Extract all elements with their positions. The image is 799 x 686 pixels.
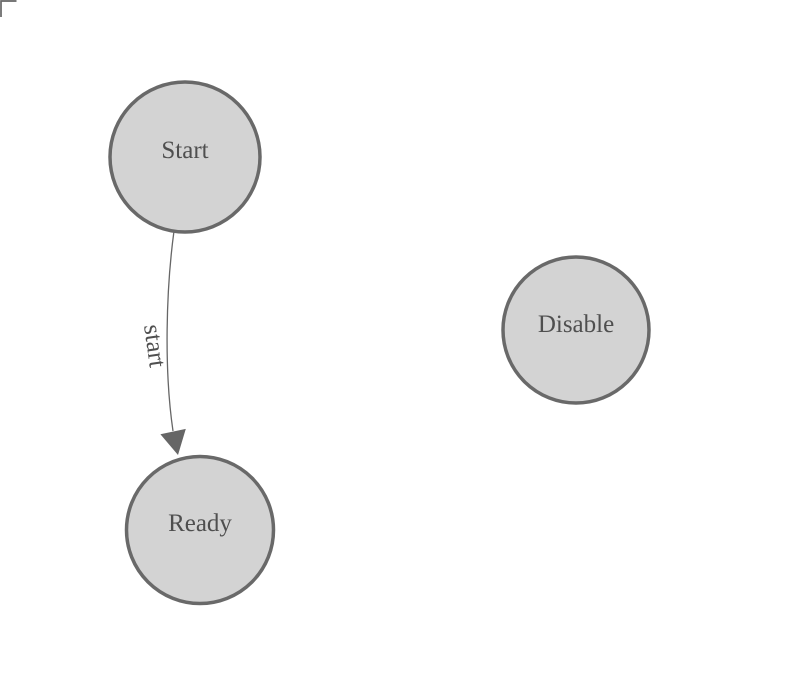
state-circle-start[interactable]	[108, 80, 262, 234]
transition-start-to-ready: start	[138, 230, 186, 455]
canvas-corner-mark	[0, 0, 17, 17]
state-circle-disable[interactable]	[501, 255, 651, 405]
state-node-disable: Disable	[501, 255, 651, 405]
edge-label-start[interactable]: start	[138, 323, 171, 369]
state-circle-ready[interactable]	[124, 454, 276, 606]
state-node-start: Start	[108, 80, 262, 234]
arrowhead-icon	[160, 428, 186, 455]
transition-edge[interactable]	[166, 230, 175, 432]
state-node-ready: Ready	[124, 454, 276, 606]
